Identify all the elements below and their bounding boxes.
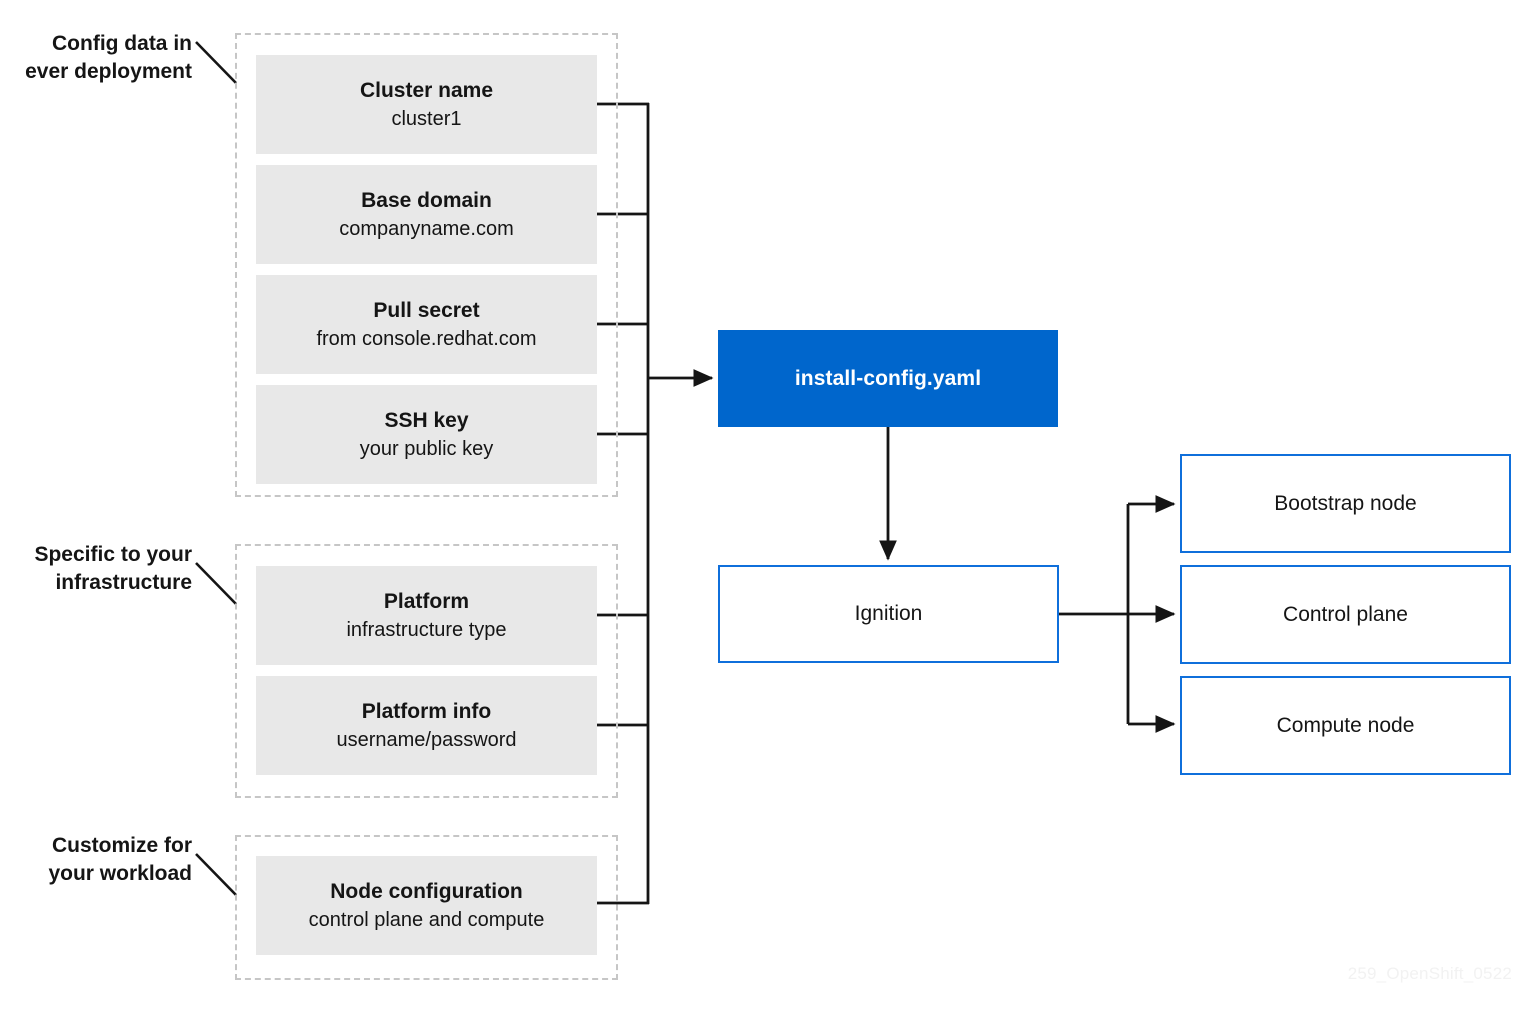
ignition-fanout-bus: [1059, 504, 1130, 724]
card-subtitle: from console.redhat.com: [316, 328, 537, 351]
card-title: SSH key: [384, 408, 469, 432]
card-title: Base domain: [361, 188, 492, 212]
node-label: Ignition: [854, 602, 923, 625]
fanout-arrows: [1128, 495, 1176, 733]
card-subtitle: your public key: [359, 438, 494, 461]
node-compute-node[interactable]: Compute node: [1180, 676, 1511, 775]
node-bootstrap-node[interactable]: Bootstrap node: [1180, 454, 1511, 553]
node-install-config-yaml[interactable]: install-config.yaml: [718, 330, 1058, 427]
card-node-configuration[interactable]: Node configuration control plane and com…: [256, 856, 597, 955]
card-subtitle: companyname.com: [339, 218, 514, 241]
watermark-label: 259_OpenShift_0522: [1347, 964, 1512, 983]
node-label: Bootstrap node: [1274, 491, 1417, 515]
section-label-infrastructure: Specific to your infrastructure: [34, 543, 192, 594]
node-control-plane[interactable]: Control plane: [1180, 565, 1511, 664]
group-every-deployment: [235, 33, 618, 497]
card-title: Platform info: [361, 699, 492, 723]
node-label: Control plane: [1283, 602, 1408, 626]
card-subtitle: control plane and compute: [308, 909, 545, 932]
node-label: install-config.yaml: [794, 366, 982, 390]
card-subtitle: cluster1: [391, 108, 462, 131]
leader-lines: [195, 41, 237, 896]
card-pull-secret[interactable]: Pull secret from console.redhat.com: [256, 275, 597, 374]
section-label-every-deployment: Config data in ever deployment: [25, 32, 192, 83]
node-ignition[interactable]: Ignition: [718, 565, 1059, 663]
card-base-domain[interactable]: Base domain companyname.com: [256, 165, 597, 264]
card-platform-info[interactable]: Platform info username/password: [256, 676, 597, 775]
card-ssh-key[interactable]: SSH key your public key: [256, 385, 597, 484]
card-title: Pull secret: [373, 298, 480, 322]
card-title: Node configuration: [330, 879, 523, 903]
group-workload: [235, 835, 618, 980]
leader-line-every-deployment: [195, 41, 237, 84]
leader-line-workload: [195, 853, 237, 896]
section-label-workload: Customize for your workload: [48, 834, 192, 885]
card-subtitle: infrastructure type: [346, 619, 507, 642]
card-title: Platform: [383, 589, 470, 613]
node-label: Compute node: [1276, 713, 1415, 737]
card-platform[interactable]: Platform infrastructure type: [256, 566, 597, 665]
group-infrastructure: [235, 544, 618, 798]
leader-line-infrastructure: [195, 562, 237, 605]
card-subtitle: username/password: [336, 729, 517, 752]
card-cluster-name[interactable]: Cluster name cluster1: [256, 55, 597, 154]
card-title: Cluster name: [359, 78, 494, 102]
